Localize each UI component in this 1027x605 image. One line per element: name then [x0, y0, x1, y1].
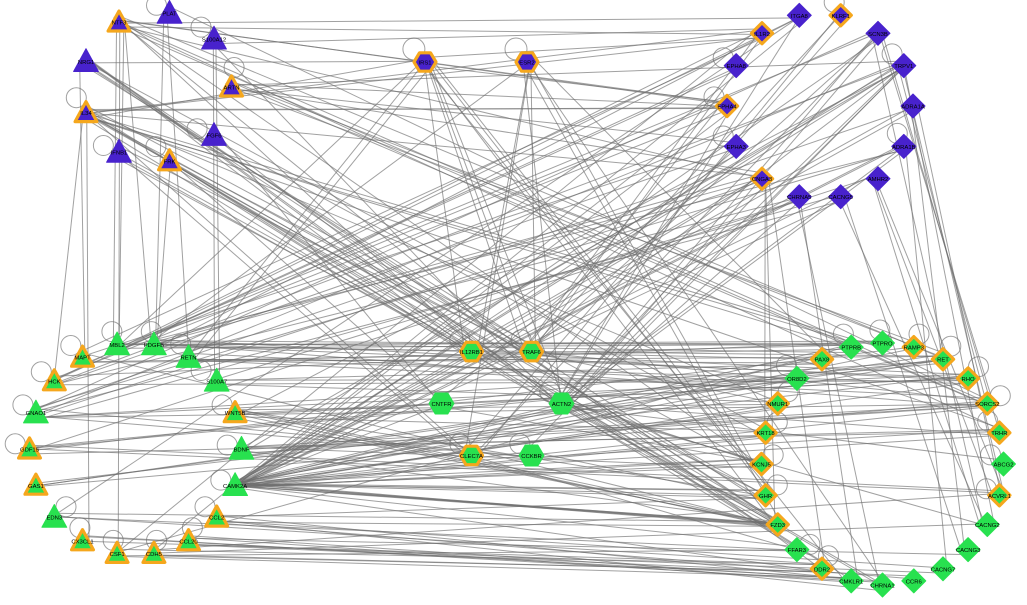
svg-text:CAMK2A: CAMK2A	[223, 484, 247, 490]
svg-text:IFNB1: IFNB1	[111, 151, 128, 157]
svg-text:AMHR2: AMHR2	[868, 177, 889, 183]
svg-text:NMUR1: NMUR1	[767, 402, 788, 408]
svg-text:CCL20: CCL20	[179, 539, 198, 545]
svg-text:PLAT: PLAT	[162, 12, 177, 18]
svg-text:CACNG3: CACNG3	[956, 548, 981, 554]
svg-text:TRPV1: TRPV1	[894, 64, 913, 70]
svg-text:ADRA1A: ADRA1A	[901, 105, 925, 111]
svg-text:ABCG2: ABCG2	[994, 463, 1014, 469]
svg-text:CHRNA5: CHRNA5	[787, 195, 812, 201]
svg-text:KLRF1: KLRF1	[832, 14, 850, 20]
svg-text:BDNF: BDNF	[233, 448, 249, 454]
svg-text:DDR2: DDR2	[814, 567, 830, 573]
svg-text:CACNG5: CACNG5	[828, 195, 853, 201]
svg-text:PDGFB: PDGFB	[144, 343, 164, 349]
svg-text:ACTN2: ACTN2	[552, 402, 571, 408]
svg-text:MAPT: MAPT	[74, 356, 91, 362]
svg-text:RAMP3: RAMP3	[904, 346, 925, 352]
svg-text:CMKLR1: CMKLR1	[839, 579, 863, 585]
svg-text:GDF15: GDF15	[20, 448, 40, 454]
svg-text:EPHA3: EPHA3	[727, 145, 747, 151]
svg-text:CACNG2: CACNG2	[975, 523, 1000, 529]
svg-text:FZD3: FZD3	[770, 523, 785, 529]
svg-text:TRAF6: TRAF6	[522, 350, 541, 356]
svg-text:RET: RET	[937, 358, 949, 364]
svg-text:RETN: RETN	[180, 356, 196, 362]
svg-text:FFAR3: FFAR3	[788, 548, 807, 554]
svg-text:NRG1: NRG1	[78, 60, 94, 66]
svg-text:EPHA8: EPHA8	[727, 64, 747, 70]
svg-text:EDN3: EDN3	[46, 516, 62, 522]
svg-text:CNTFR: CNTFR	[432, 402, 452, 408]
svg-text:GHR: GHR	[759, 494, 772, 500]
svg-text:MBL2: MBL2	[109, 343, 124, 349]
svg-text:HCK: HCK	[48, 379, 61, 385]
svg-text:CACNG7: CACNG7	[931, 567, 956, 573]
svg-text:CX3CL1: CX3CL1	[71, 539, 93, 545]
svg-text:ITGA8: ITGA8	[791, 14, 809, 20]
svg-text:CCKBR: CCKBR	[521, 454, 542, 460]
svg-text:GNAO1: GNAO1	[26, 411, 47, 417]
svg-text:PTPRB: PTPRB	[841, 346, 861, 352]
svg-text:RHO: RHO	[962, 377, 976, 383]
svg-text:EPHA4: EPHA4	[717, 105, 737, 111]
svg-text:WNT5B: WNT5B	[225, 411, 246, 417]
svg-text:ACVRL1: ACVRL1	[988, 494, 1011, 500]
svg-text:IL12RB1: IL12RB1	[460, 350, 483, 356]
svg-text:CSF1: CSF1	[110, 552, 125, 558]
svg-text:TRHR: TRHR	[991, 431, 1007, 437]
svg-text:FRK: FRK	[164, 159, 176, 165]
svg-text:PTPRO: PTPRO	[872, 342, 893, 348]
svg-text:S100A12: S100A12	[202, 37, 226, 43]
svg-text:ESR2: ESR2	[519, 61, 534, 67]
svg-text:FGF6: FGF6	[206, 134, 222, 140]
svg-text:KCNJ5: KCNJ5	[752, 463, 771, 469]
svg-text:ADRA1B: ADRA1B	[892, 145, 916, 151]
svg-text:IL34: IL34	[80, 111, 92, 117]
svg-text:SCN3B: SCN3B	[868, 32, 888, 38]
svg-text:CHRNA1: CHRNA1	[870, 584, 894, 590]
svg-text:IRS1: IRS1	[418, 61, 431, 67]
svg-text:IL1R2: IL1R2	[754, 32, 770, 38]
svg-text:CCR6: CCR6	[906, 579, 923, 585]
svg-text:SORCS2: SORCS2	[975, 402, 999, 408]
svg-text:CDH5: CDH5	[146, 552, 163, 558]
svg-text:CCL2: CCL2	[209, 516, 224, 522]
svg-text:S100A7: S100A7	[206, 379, 227, 385]
svg-text:CNGA3: CNGA3	[752, 177, 773, 183]
svg-text:GAS1: GAS1	[28, 484, 44, 490]
svg-text:OR8D2: OR8D2	[787, 377, 807, 383]
svg-text:KRT18: KRT18	[756, 431, 775, 437]
svg-text:CLEC7A: CLEC7A	[460, 454, 483, 460]
svg-text:NTF3: NTF3	[112, 21, 127, 27]
svg-text:ARTN: ARTN	[224, 86, 240, 92]
svg-text:PAX8: PAX8	[815, 358, 830, 364]
